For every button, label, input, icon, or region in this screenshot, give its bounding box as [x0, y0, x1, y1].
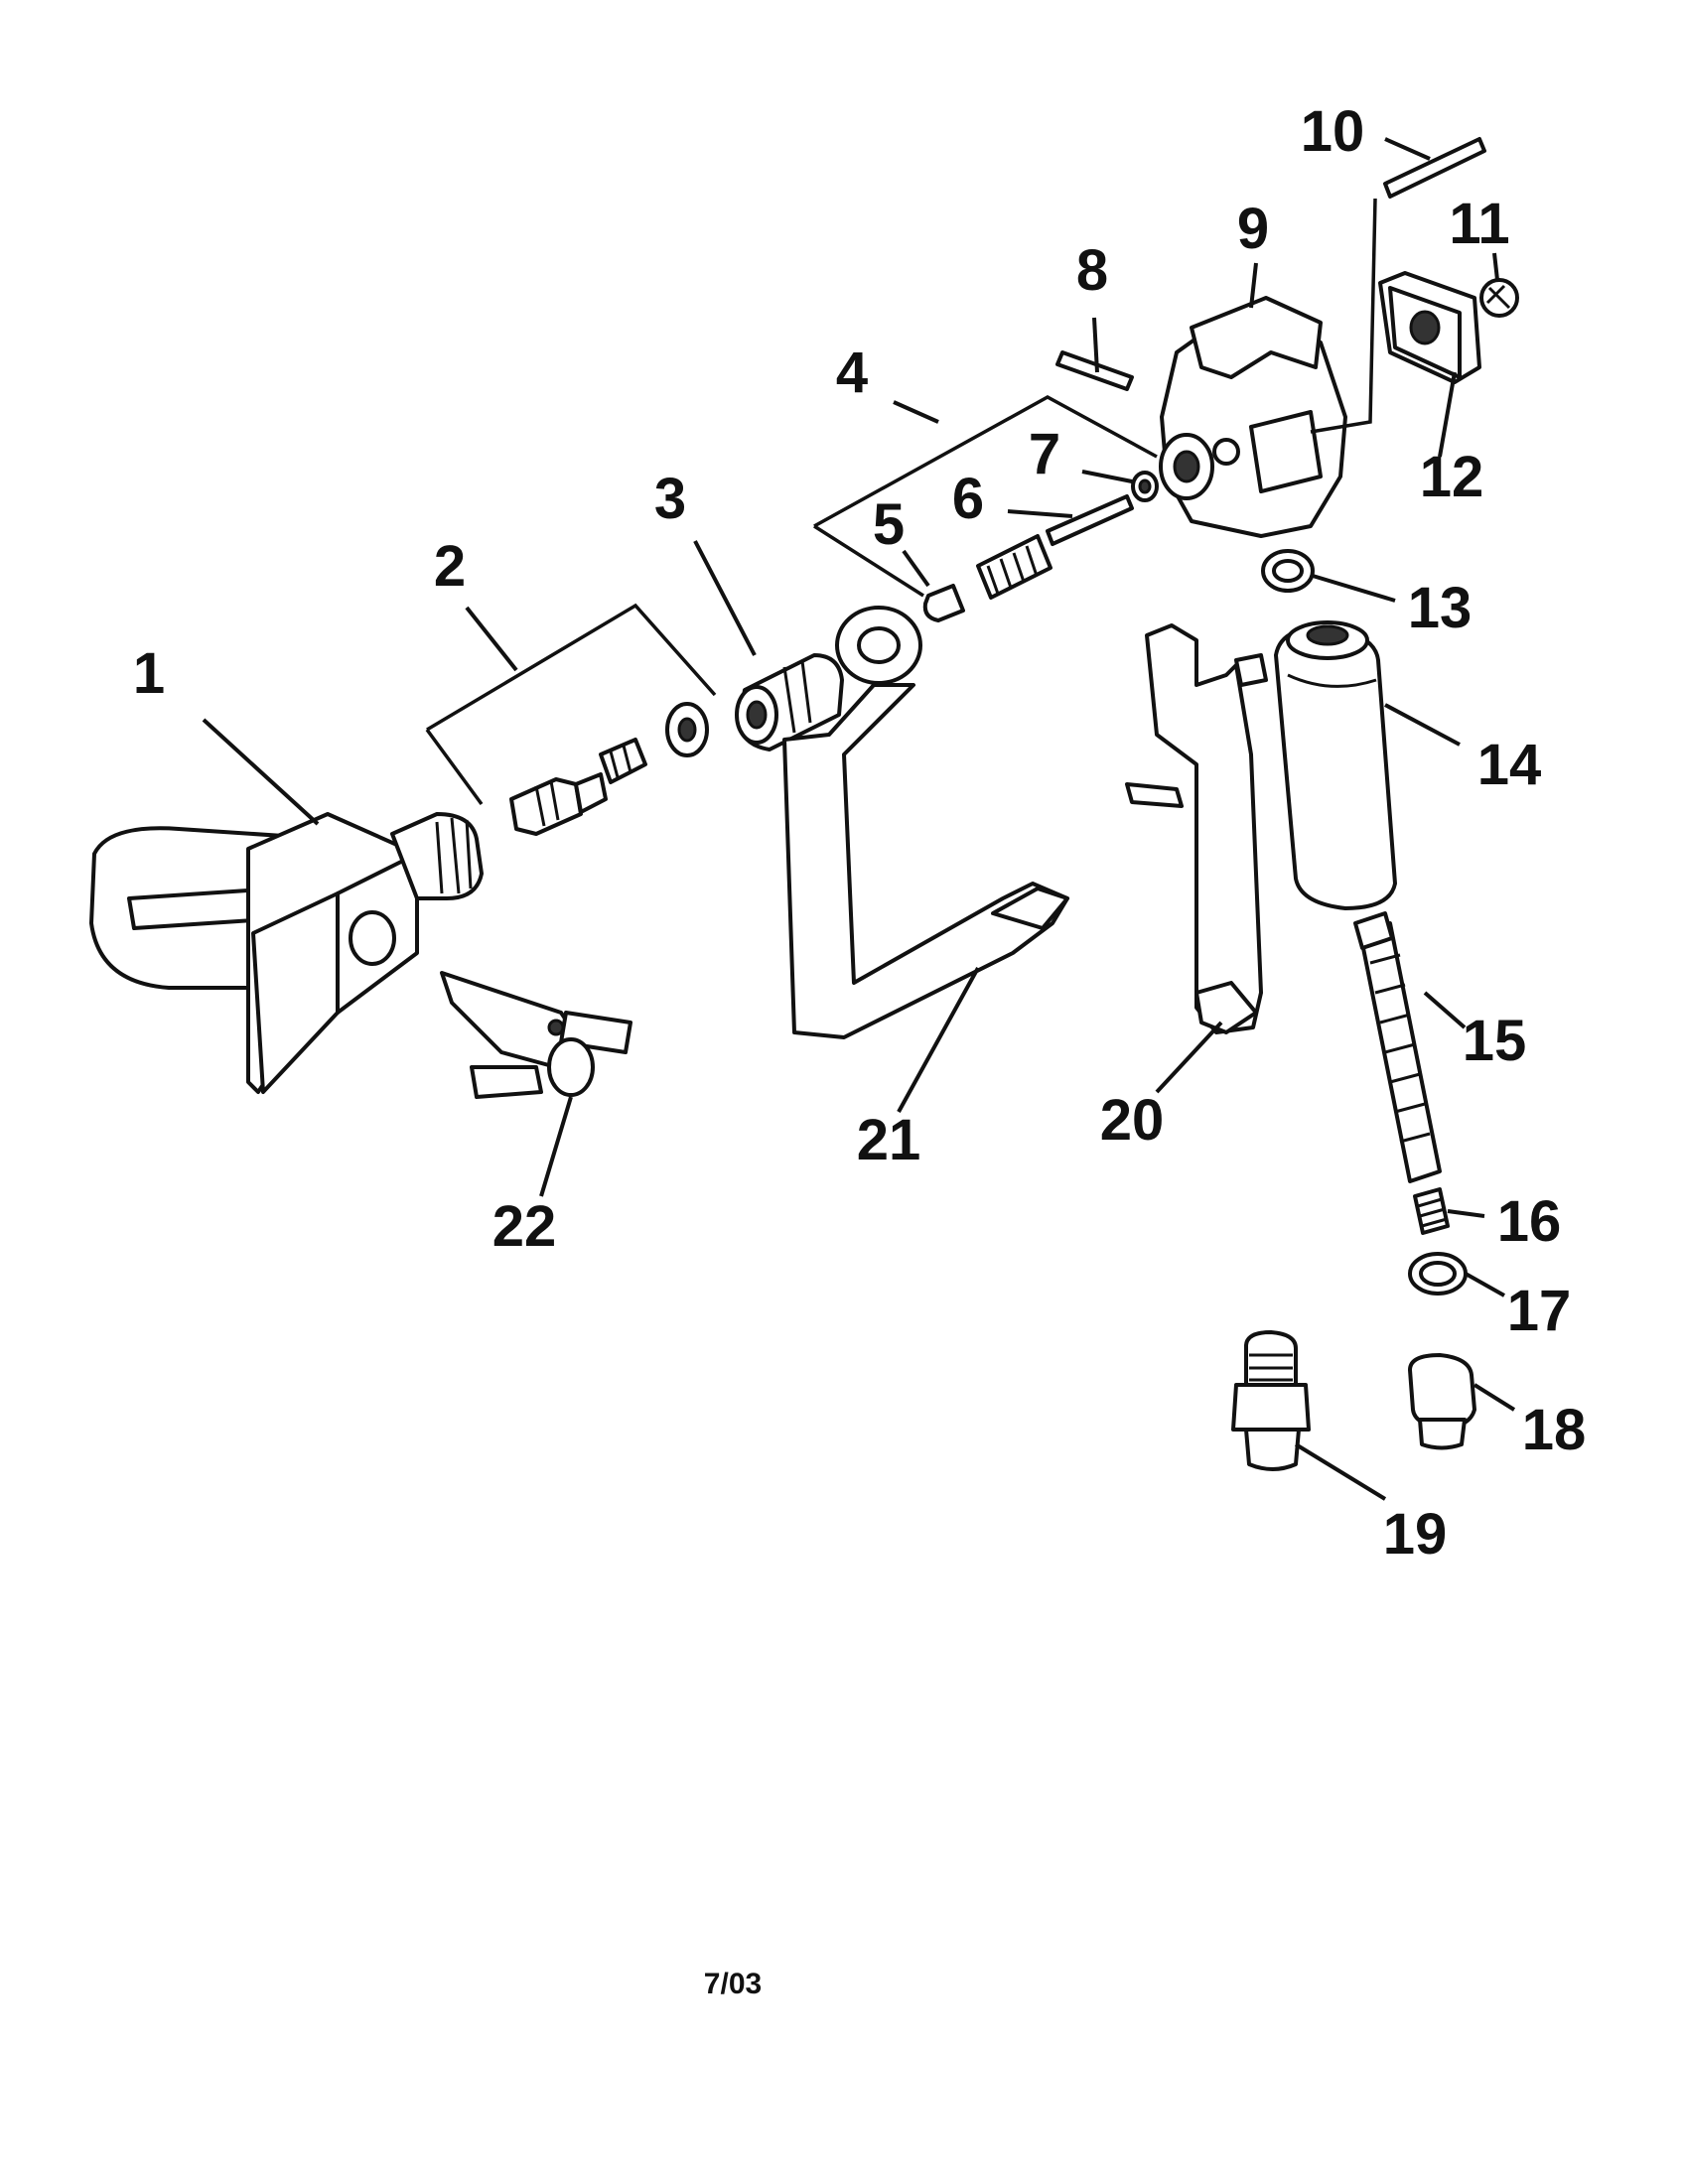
- callout-9: 9: [1237, 197, 1269, 261]
- callout-4: 4: [836, 341, 868, 405]
- callout-20: 20: [1100, 1088, 1165, 1153]
- part-20-trigger: [1125, 623, 1268, 1034]
- callout-12: 12: [1420, 445, 1484, 509]
- callout-3: 3: [654, 467, 686, 531]
- callout-8: 8: [1076, 238, 1108, 303]
- bracket-12-rod: [1310, 198, 1377, 434]
- revision-date: 7/03: [704, 1968, 762, 2000]
- part-11-nut: [1479, 278, 1519, 318]
- callout-6: 6: [952, 467, 984, 531]
- part-19-swivel: [1231, 1330, 1311, 1471]
- part-12-trigger-lock: [1378, 271, 1481, 384]
- part-18-fitting: [1408, 1353, 1476, 1450]
- part-10-pin: [1383, 137, 1486, 199]
- callout-22: 22: [492, 1194, 557, 1259]
- callout-15: 15: [1463, 1009, 1527, 1073]
- callout-21: 21: [857, 1108, 921, 1172]
- part-1-tip-guard: [89, 812, 484, 1094]
- part-6-valve-stem: [976, 494, 1134, 600]
- bracket-2: [425, 603, 717, 806]
- part-13-seal: [1261, 549, 1315, 593]
- part-15-filter: [1353, 911, 1442, 1183]
- callout-17: 17: [1507, 1279, 1572, 1343]
- part-9-gun-body: [1159, 296, 1347, 538]
- leader-lines: [202, 137, 1516, 1501]
- part-22-reversible-tip: [440, 971, 632, 1099]
- callout-14: 14: [1477, 733, 1542, 797]
- callout-13: 13: [1408, 576, 1473, 640]
- part-8-pin: [1055, 350, 1134, 391]
- part-17-gasket: [1408, 1252, 1468, 1296]
- part-16-spring: [1413, 1187, 1450, 1235]
- callout-1: 1: [133, 641, 165, 706]
- callout-16: 16: [1497, 1189, 1562, 1254]
- callout-2: 2: [434, 534, 466, 599]
- part-14-handle: [1274, 620, 1397, 910]
- part-5-valve-seat: [922, 584, 965, 622]
- callout-5: 5: [873, 492, 905, 557]
- callout-7: 7: [1029, 422, 1060, 486]
- callout-10: 10: [1301, 99, 1365, 164]
- part-21-trigger-guard: [782, 606, 1069, 1039]
- callout-19: 19: [1383, 1502, 1448, 1567]
- bracket-4: [813, 395, 1158, 598]
- part-7-o-ring: [1131, 471, 1159, 502]
- part-3-tip-housing: [735, 653, 844, 751]
- callout-11: 11: [1449, 192, 1509, 256]
- callout-18: 18: [1522, 1398, 1587, 1462]
- part-2-tip-assembly: [509, 702, 709, 836]
